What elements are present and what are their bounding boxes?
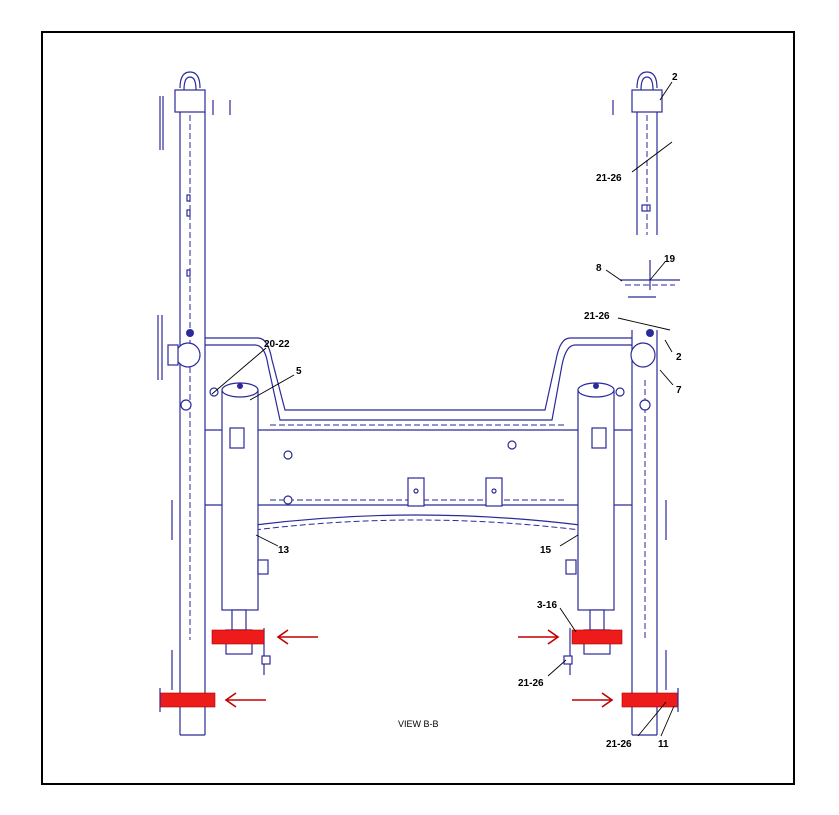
callout-5: 5 xyxy=(296,366,302,377)
pin-right-upper xyxy=(571,629,623,645)
callout-21-26-c: 21-26 xyxy=(518,678,544,689)
callout-15: 15 xyxy=(540,545,552,556)
left-upright xyxy=(157,71,231,736)
leader-lines xyxy=(211,81,675,737)
callout-7: 7 xyxy=(676,385,682,396)
arrow-left-upper xyxy=(276,629,318,645)
right-upright xyxy=(612,71,680,736)
callout-21-26-d: 21-26 xyxy=(606,739,632,750)
pin-left-upper xyxy=(211,629,265,645)
drawing-frame xyxy=(41,31,795,785)
right-cylinder xyxy=(563,382,625,675)
view-label: VIEW B-B xyxy=(398,719,439,729)
pin-right-lower xyxy=(621,692,679,708)
callout-21-26-a: 21-26 xyxy=(596,173,622,184)
arrow-right-upper xyxy=(518,629,560,645)
callout-19: 19 xyxy=(664,254,676,265)
callout-11: 11 xyxy=(658,739,669,750)
callout-8: 8 xyxy=(596,263,602,274)
callout-2-top: 2 xyxy=(672,72,678,83)
arrow-left-lower xyxy=(224,692,266,708)
highlighted-pins xyxy=(159,629,679,712)
pin-left-lower xyxy=(159,692,216,708)
callout-13: 13 xyxy=(278,545,290,556)
callout-21-26-b: 21-26 xyxy=(584,311,610,322)
cross-frame xyxy=(205,337,632,531)
callout-20-22: 20-22 xyxy=(264,339,290,350)
callout-labels: 2 21-26 8 19 21-26 2 7 20-22 5 13 15 3-1… xyxy=(264,72,682,750)
callout-3-16: 3-16 xyxy=(537,600,557,611)
callout-2-mid: 2 xyxy=(676,352,682,363)
direction-arrows xyxy=(224,629,614,708)
arrow-right-lower xyxy=(572,692,614,708)
